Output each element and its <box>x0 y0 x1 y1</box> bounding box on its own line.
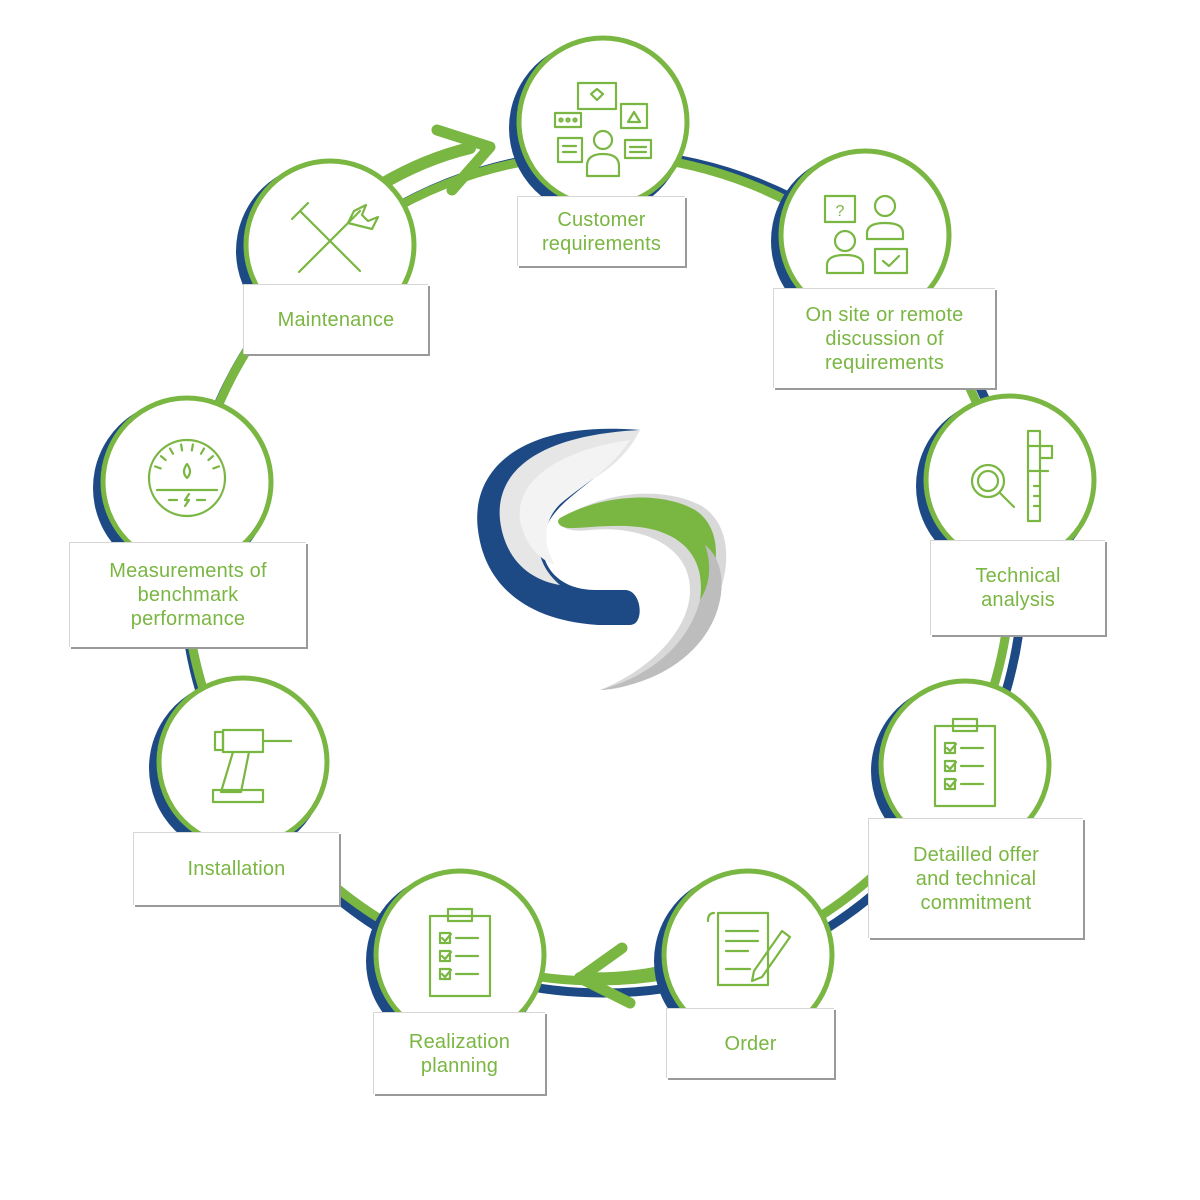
arrow-bottom-icon <box>574 942 666 1009</box>
arrow-top-icon <box>366 124 496 196</box>
ring-green <box>180 150 1016 986</box>
s-swirl-logo <box>477 428 727 690</box>
